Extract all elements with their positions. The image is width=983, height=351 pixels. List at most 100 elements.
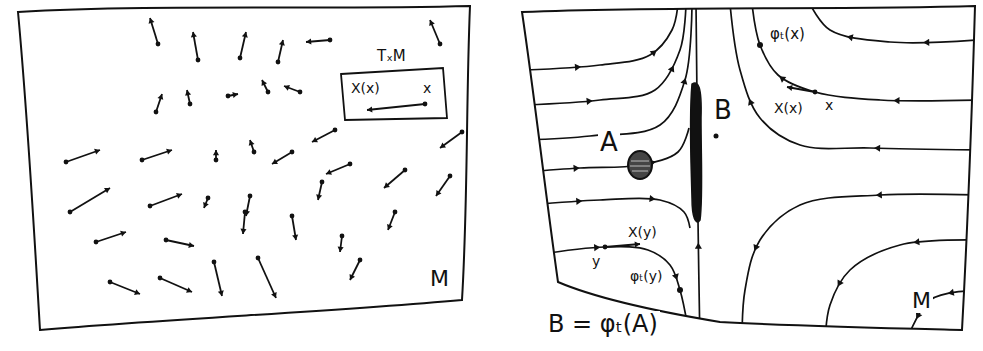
field-vector: [284, 85, 302, 94]
base-point: [603, 245, 608, 250]
tangent-space-box: TₓMX(x)x: [335, 48, 453, 124]
field-vector: [249, 140, 257, 154]
node-text: B: [712, 96, 734, 126]
arrow-shaft: [70, 188, 110, 212]
base-point: [438, 42, 443, 47]
arrow-head: [316, 194, 322, 200]
arrow-head: [242, 32, 248, 38]
field-vector: [164, 238, 194, 248]
field-vector: [212, 260, 224, 296]
arrow-head: [367, 106, 372, 112]
arrow-shaft: [110, 282, 140, 294]
tangent-plane-outline: [341, 68, 447, 120]
base-point: [328, 38, 333, 43]
flow-arrow-head: [594, 244, 600, 251]
field-vector: [149, 18, 161, 46]
arrow-head: [387, 224, 393, 230]
base-point: [158, 276, 163, 281]
flow-line: [525, 4, 692, 140]
base-point: [148, 204, 153, 209]
tangent-vector: [367, 102, 427, 113]
base-point: [320, 180, 325, 185]
base-point: [68, 210, 73, 215]
arrow-head: [306, 39, 311, 45]
arrow-shaft: [66, 150, 100, 162]
arrow-shaft: [258, 258, 276, 298]
flow-arrow-head: [586, 98, 592, 105]
base-point: [403, 168, 408, 173]
flow-line: [810, 4, 978, 43]
vector-label: X(x): [772, 100, 805, 116]
base-point: [164, 238, 169, 243]
field-vector: [272, 150, 294, 164]
flow-vector: [787, 85, 817, 94]
point-label: x: [823, 97, 835, 113]
flow-arrow-head: [876, 191, 882, 198]
flow-arrow-head: [754, 244, 761, 251]
base-point: [212, 260, 217, 265]
field-vector: [276, 40, 285, 64]
field-vector: [338, 234, 345, 252]
field-vector: [240, 210, 247, 234]
base-point: [188, 102, 193, 107]
flow-line: [742, 194, 978, 345]
arrow-head: [429, 20, 435, 26]
base-point: [154, 110, 159, 115]
base-point: [256, 256, 261, 261]
arrow-shaft: [430, 20, 440, 44]
arrow-head: [436, 190, 441, 196]
field-vector: [68, 188, 110, 214]
field-vector: [158, 276, 192, 293]
field-vector: [429, 20, 442, 46]
arrow-head: [176, 193, 182, 199]
base-point: [358, 258, 363, 263]
flow-point-label: φₜ(y): [628, 268, 665, 284]
base-point: [448, 174, 453, 179]
field-vector: [140, 149, 172, 163]
base-point: [196, 58, 201, 63]
field-vector: [384, 168, 407, 188]
field-vector: [148, 193, 182, 208]
arrow-head: [94, 149, 100, 155]
arrow-shaft: [605, 244, 640, 247]
field-vector: [238, 32, 248, 60]
field-vector: [191, 32, 200, 62]
field-vector: [94, 231, 126, 245]
flow-arrow-head: [748, 99, 755, 106]
arrow-head: [166, 149, 172, 155]
hatch-line: [632, 171, 648, 172]
field-vector: [262, 80, 271, 94]
arrow-head: [186, 287, 192, 293]
flow-line: [530, 198, 690, 228]
flow-point: [677, 287, 683, 293]
base-point: [156, 42, 161, 47]
base-point: [393, 210, 398, 215]
arrow-shaft: [388, 212, 395, 230]
flow-arrow-head: [576, 198, 582, 205]
field-vector: [290, 214, 299, 240]
arrow-shaft: [384, 170, 405, 188]
arrow-head: [292, 234, 298, 240]
arrow-head: [149, 18, 155, 24]
field-vector: [203, 196, 210, 208]
arrow-shaft: [272, 152, 292, 164]
base-point: [252, 150, 257, 155]
base-point: [298, 90, 303, 95]
arrow-head: [120, 231, 126, 237]
field-vector: [64, 149, 100, 165]
arrow-shaft: [326, 164, 350, 174]
flow-arrow-head: [650, 50, 657, 57]
set-region: [690, 83, 701, 222]
flow-arrow-head: [893, 97, 899, 104]
equation-label: B = φₜ(A): [546, 311, 660, 339]
field-vector: [350, 258, 363, 280]
set-a-blob: A: [598, 128, 660, 186]
arrow-head: [240, 229, 246, 234]
field-vector: [306, 38, 332, 45]
flow-arrow-head: [575, 64, 581, 71]
base-point: [276, 60, 281, 65]
base-point: [340, 234, 345, 239]
arrow-head: [218, 290, 224, 296]
flow-point-label: φₜ(x): [768, 26, 807, 43]
arrow-shaft: [160, 278, 192, 292]
